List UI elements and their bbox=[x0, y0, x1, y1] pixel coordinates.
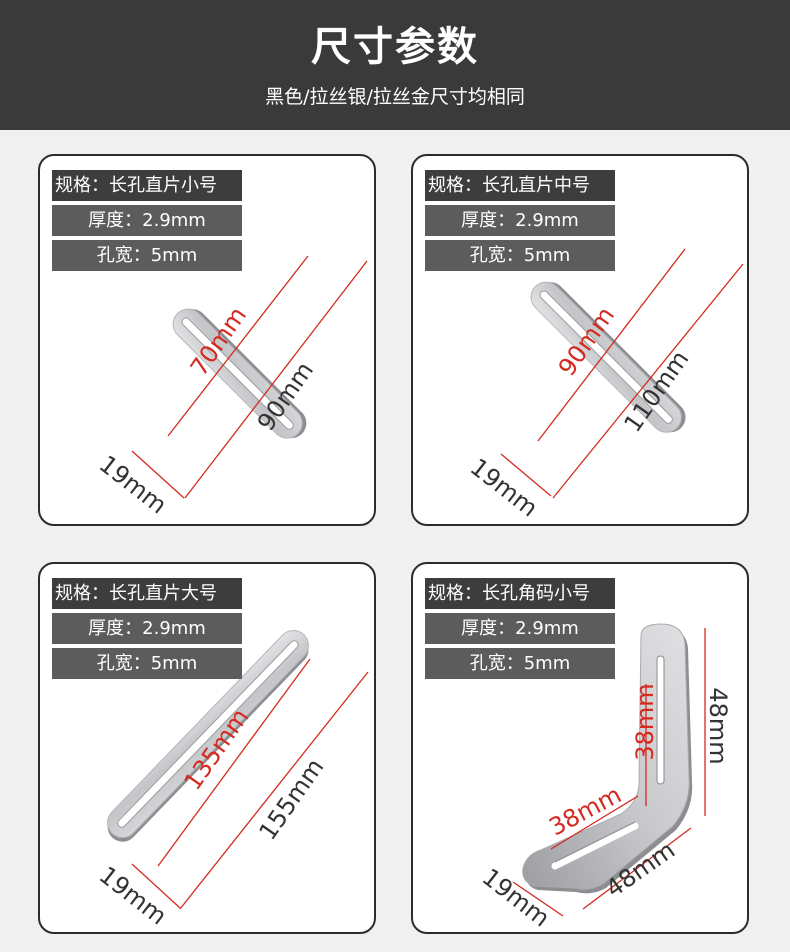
spec-hole-width: 孔宽：5mm bbox=[425, 648, 615, 679]
width-label: 19mm bbox=[94, 450, 172, 520]
total-length-label: 155mm bbox=[253, 753, 329, 845]
straight-plate-small-illustration: 70mm 90mm 19mm bbox=[94, 255, 368, 520]
spec-table: 规格：长孔直片大号 厚度：2.9mm 孔宽：5mm bbox=[52, 578, 242, 683]
bracket-shape bbox=[522, 623, 693, 894]
horizontal-arm-dimension-line bbox=[582, 827, 692, 910]
slot-dimension-line bbox=[167, 255, 309, 437]
spec-table: 规格：长孔直片中号 厚度：2.9mm 孔宽：5mm bbox=[425, 170, 615, 275]
spec-thickness: 厚度：2.9mm bbox=[425, 613, 615, 644]
slot-dimension-line bbox=[157, 658, 311, 867]
slot-dimension-line bbox=[537, 248, 686, 442]
vertical-arm-label: 48mm bbox=[704, 687, 732, 764]
spec-name: 规格：长孔直片小号 bbox=[52, 170, 242, 201]
length-dimension-line bbox=[184, 260, 368, 499]
spec-hole-width: 孔宽：5mm bbox=[425, 240, 615, 271]
spec-hole-width: 孔宽：5mm bbox=[52, 240, 242, 271]
width-dimension-line bbox=[131, 863, 181, 909]
spec-name: 规格：长孔直片大号 bbox=[52, 578, 242, 609]
spec-hole-width: 孔宽：5mm bbox=[52, 648, 242, 679]
spec-thickness: 厚度：2.9mm bbox=[425, 205, 615, 236]
plate-shape bbox=[107, 630, 309, 842]
page-header: 尺寸参数 黑色/拉丝银/拉丝金尺寸均相同 bbox=[0, 0, 790, 130]
width-dimension-line bbox=[131, 450, 185, 499]
plate-shape bbox=[530, 281, 686, 433]
vertical-slot-label: 38mm bbox=[631, 683, 659, 760]
width-label: 19mm bbox=[94, 861, 172, 931]
horizontal-slot-dimension-line bbox=[550, 795, 639, 850]
spec-thickness: 厚度：2.9mm bbox=[52, 205, 242, 236]
width-dimension-line bbox=[500, 453, 552, 497]
spec-name: 规格：长孔直片中号 bbox=[425, 170, 615, 201]
spec-card-straight-medium: 90mm 110mm 19mm 规格：长孔直片中号 厚度：2.9mm 孔宽：5m… bbox=[411, 154, 749, 526]
page-title: 尺寸参数 bbox=[311, 24, 479, 70]
spec-card-corner-small: 38mm 48mm 38mm 48mm 19mm 规格：长孔角码小号 厚度：2.… bbox=[411, 562, 749, 934]
length-dimension-line bbox=[552, 263, 744, 499]
width-dimension-line bbox=[512, 881, 564, 917]
length-dimension-line bbox=[179, 671, 369, 910]
spec-table: 规格：长孔直片小号 厚度：2.9mm 孔宽：5mm bbox=[52, 170, 242, 275]
spec-card-straight-large: 135mm 155mm 19mm 规格：长孔直片大号 厚度：2.9mm 孔宽：5… bbox=[38, 562, 376, 934]
straight-plate-large-illustration: 135mm 155mm 19mm bbox=[94, 630, 369, 931]
spec-name: 规格：长孔角码小号 bbox=[425, 578, 615, 609]
spec-thickness: 厚度：2.9mm bbox=[52, 613, 242, 644]
plate-shape bbox=[172, 308, 307, 439]
straight-plate-medium-illustration: 90mm 110mm 19mm bbox=[465, 248, 744, 523]
spec-card-straight-small: 70mm 90mm 19mm 规格：长孔直片小号 厚度：2.9mm 孔宽：5mm bbox=[38, 154, 376, 526]
width-label: 19mm bbox=[465, 453, 543, 523]
corner-bracket-illustration: 38mm 48mm 38mm 48mm 19mm bbox=[477, 623, 732, 932]
page-subtitle: 黑色/拉丝银/拉丝金尺寸均相同 bbox=[265, 86, 525, 108]
spec-table: 规格：长孔角码小号 厚度：2.9mm 孔宽：5mm bbox=[425, 578, 615, 683]
